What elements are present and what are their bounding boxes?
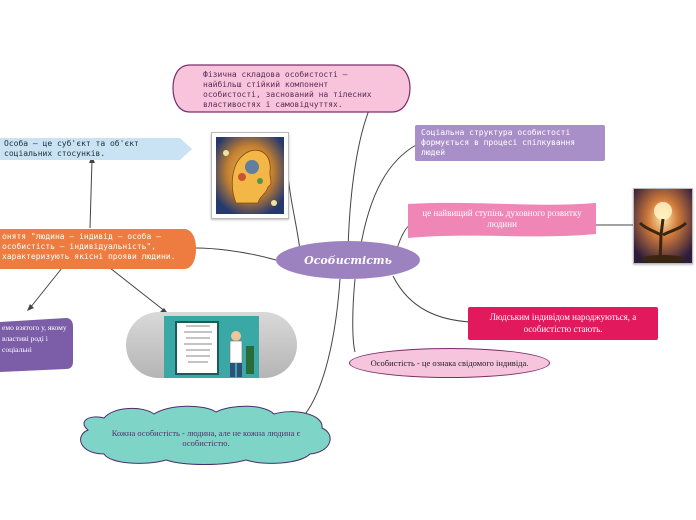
link-concepts bbox=[194, 247, 277, 261]
every-person-node[interactable] bbox=[74, 404, 338, 466]
link-purple bbox=[29, 267, 63, 309]
link-physical bbox=[347, 91, 379, 251]
conscious-node[interactable]: Особистість - це ознака свідомого індиві… bbox=[349, 348, 550, 378]
social-structure-text: Соціальна структура особистості формуєть… bbox=[421, 128, 576, 157]
born-text: Людським індивідом народжуються, а особи… bbox=[489, 312, 637, 334]
link-social bbox=[359, 144, 417, 251]
purple-left-text: емо взятого у, якому властиві роді і соц… bbox=[2, 323, 67, 354]
physical-component-text: Фізична складова особистості – найбільш … bbox=[203, 70, 372, 109]
link-subject bbox=[89, 159, 93, 229]
link-head-image bbox=[287, 174, 301, 251]
person-subject-node[interactable] bbox=[0, 137, 194, 161]
link-born bbox=[392, 275, 471, 323]
social-structure-node[interactable]: Соціальна структура особистості формуєть… bbox=[415, 125, 605, 161]
spiritual-tree-image bbox=[634, 189, 692, 263]
link-conscious bbox=[352, 278, 356, 353]
center-node[interactable]: Особистість bbox=[276, 241, 420, 279]
link-every bbox=[299, 278, 341, 421]
link-teacher bbox=[109, 267, 167, 313]
conscious-text: Особистість - це ознака свідомого індиві… bbox=[370, 358, 529, 368]
concepts-node[interactable] bbox=[0, 228, 197, 270]
concepts-text: онятя "людина – індивід – особа – особис… bbox=[2, 232, 176, 261]
born-node[interactable]: Людським індивідом народжуються, а особи… bbox=[468, 307, 658, 340]
tree-image-frame[interactable] bbox=[633, 188, 693, 264]
spiritual-text: це найвищий ступінь духовного розвитку л… bbox=[422, 208, 582, 229]
every-person-text: Кожна особистість - людина, але не кожна… bbox=[111, 428, 301, 448]
physical-component-node[interactable] bbox=[172, 64, 412, 114]
center-label: Особистість bbox=[304, 253, 392, 267]
teacher-image-frame[interactable] bbox=[126, 312, 297, 378]
head-image-frame[interactable] bbox=[211, 132, 289, 219]
brain-head-image bbox=[216, 137, 284, 214]
purple-left-node[interactable] bbox=[0, 316, 74, 372]
arrow-head-purple bbox=[27, 304, 34, 311]
person-subject-text: Особа – це суб'єкт та об'єкт соціальних … bbox=[4, 139, 139, 158]
spiritual-node[interactable] bbox=[404, 200, 600, 248]
teacher-board-image bbox=[164, 316, 259, 378]
